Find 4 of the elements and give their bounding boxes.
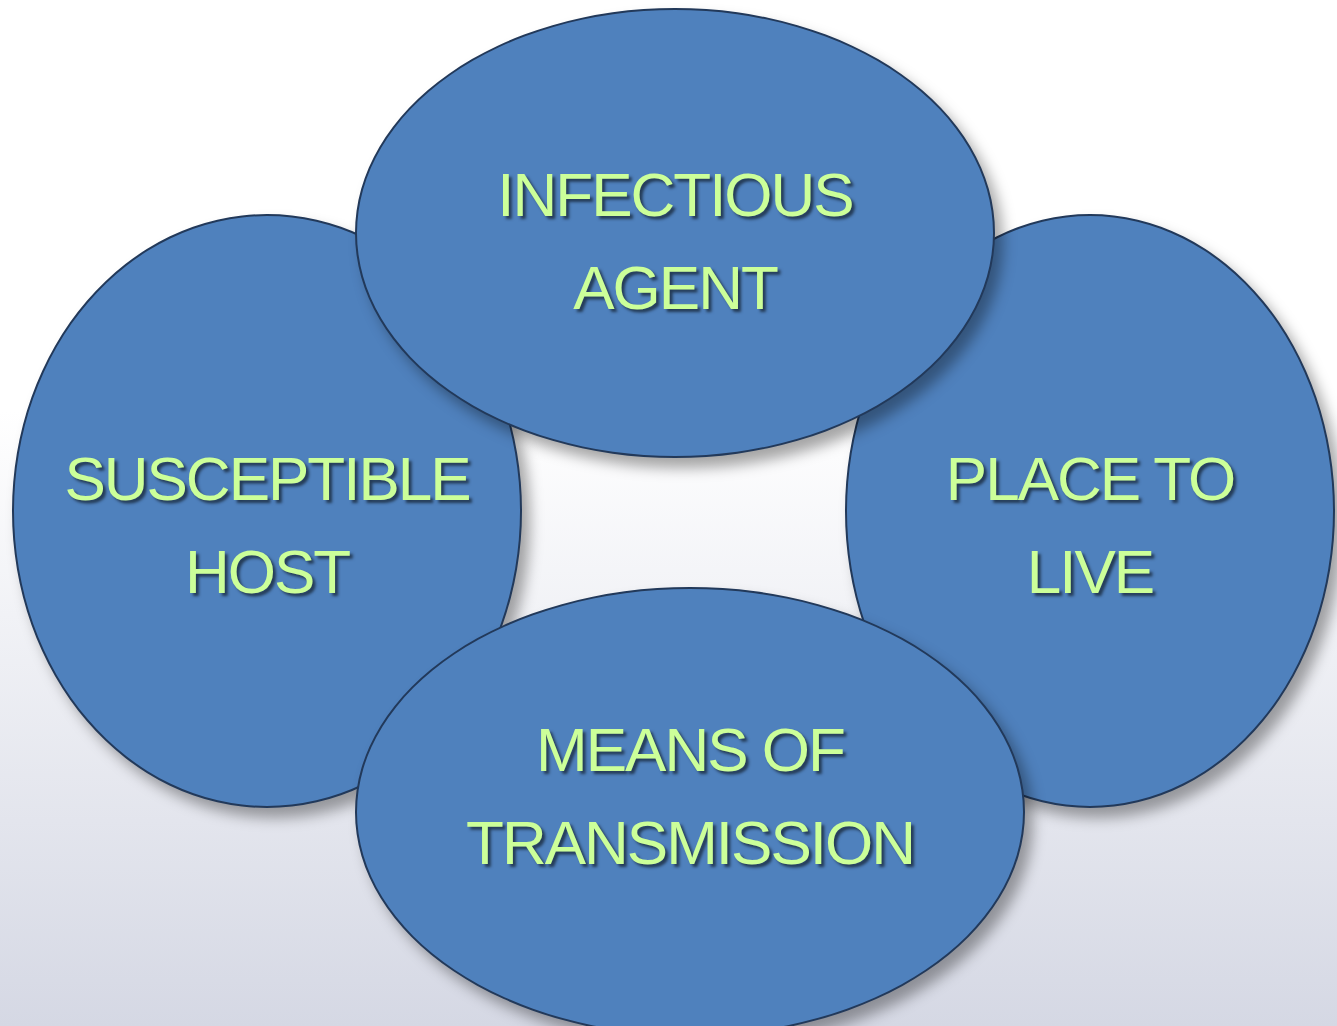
node-label: MEANS OF TRANSMISSION: [465, 714, 915, 879]
node-label: INFECTIOUS AGENT: [496, 159, 854, 324]
node-label: SUSCEPTIBLE HOST: [63, 443, 471, 608]
node-label: PLACE TO LIVE: [944, 443, 1236, 608]
